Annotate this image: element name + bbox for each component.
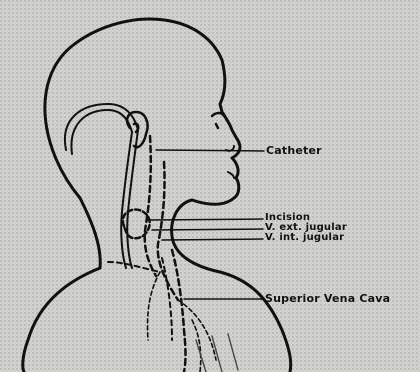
leader-catheter [156, 150, 264, 151]
label-catheter: Catheter [266, 144, 322, 157]
label-int-jugular: V. int. jugular [265, 232, 344, 243]
leader-ext-jugular [152, 229, 263, 230]
leader-int-jugular [162, 239, 263, 240]
label-superior-vena-cava: Superior Vena Cava [265, 292, 390, 305]
leader-incision [148, 219, 263, 220]
